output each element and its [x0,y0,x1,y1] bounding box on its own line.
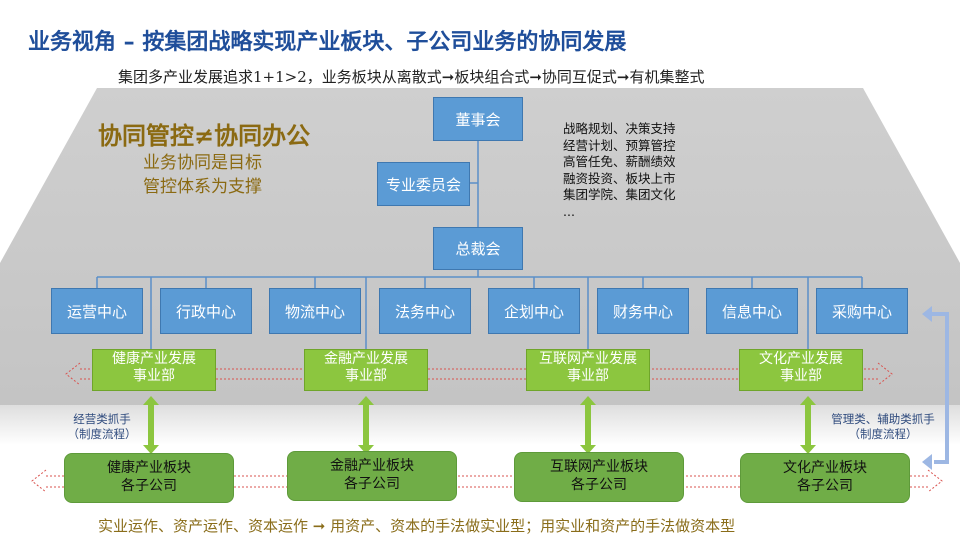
subsidiary-subtitle: 各子公司 [344,476,400,492]
center-drop-lines [96,277,863,288]
motto-line-2: 管控体系为支撑 [143,177,262,197]
division-health: 健康产业发展 事业部 [92,349,216,391]
subsidiary-title: 文化产业板块 [783,460,867,476]
gray-fade-band [0,405,960,445]
right-arrowhead-bottom [922,454,932,470]
center-logistics: 物流中心 [269,288,361,334]
division-culture: 文化产业发展 事业部 [739,349,863,391]
division-subtitle: 事业部 [345,368,387,384]
board-box: 董事会 [433,97,523,141]
board-functions-list: 战略规划、决策支持 经营计划、预算管控 高管任免、薪酬绩效 融资投资、板块上市 … [563,121,723,220]
division-title: 健康产业发展 [112,351,196,367]
subsidiary-subtitle: 各子公司 [571,477,627,493]
left-handle-label: 经营类抓手 （制度流程） [56,412,148,442]
board-function-item: 战略规划、决策支持 [563,121,676,136]
right-handle-label: 管理类、辅助类抓手 （制度流程） [817,412,949,442]
center-planning: 企划中心 [488,288,580,334]
subsidiary-subtitle: 各子公司 [121,478,177,494]
subsidiary-subtitle: 各子公司 [797,478,853,494]
division-title: 互联网产业发展 [539,351,637,367]
left-label-line1: 经营类抓手 [73,412,131,426]
division-finance: 金融产业发展 事业部 [304,349,428,391]
subsidiary-title: 健康产业板块 [107,460,191,476]
center-procurement: 采购中心 [816,288,908,334]
subsidiary-title: 互联网产业板块 [550,459,648,475]
board-function-item: 融资投资、板块上市 [563,170,676,186]
division-subtitle: 事业部 [133,368,175,384]
subsidiary-finance: 金融产业板块 各子公司 [287,451,457,501]
division-internet: 互联网产业发展 事业部 [526,349,650,391]
page-subtitle: 集团多产业发展追求1+1>2，业务板块从离散式➞板块组合式➞协同互促式➞有机集整… [118,68,705,86]
subsidiary-title: 金融产业板块 [330,458,414,474]
subsidiary-dotted-arrow [31,469,943,493]
board-function-item: 集团学院、集团文化 [563,187,676,202]
page-title: 业务视角 – 按集团战略实现产业板块、子公司业务的协同发展 [28,30,627,55]
board-function-item: 经营计划、预算管控 [563,137,676,153]
subsidiary-internet: 互联网产业板块 各子公司 [514,452,684,502]
committee-box: 专业委员会 [377,162,470,206]
footer-text: 实业运作、资产运作、资本运作 ➞ 用资产、资本的手法做实业型；用实业和资产的手法… [98,517,736,535]
subsidiary-culture: 文化产业板块 各子公司 [740,453,910,503]
division-subtitle: 事业部 [567,368,609,384]
division-title: 金融产业发展 [324,351,408,367]
right-bracket-arrow [928,312,949,464]
motto-main: 协同管控≠协同办公 [98,122,311,150]
motto-line-1: 业务协同是目标 [143,153,262,173]
board-function-item: ... [563,203,575,219]
board-function-item: 高管任免、薪酬绩效 [563,154,676,169]
center-finance: 财务中心 [597,288,689,334]
left-label-line2: （制度流程） [67,427,137,441]
subsidiary-health: 健康产业板块 各子公司 [64,453,234,503]
division-title: 文化产业发展 [759,351,843,367]
division-subtitle: 事业部 [780,368,822,384]
center-operations: 运营中心 [51,288,143,334]
ceo-box: 总裁会 [433,227,523,270]
green-double-arrows [143,396,816,454]
center-admin: 行政中心 [160,288,252,334]
right-label-line2: （制度流程） [848,427,918,441]
center-information: 信息中心 [706,288,798,334]
right-arrowhead-top [922,306,932,322]
right-label-line1: 管理类、辅助类抓手 [831,412,935,426]
center-legal: 法务中心 [379,288,471,334]
division-drop-lines [150,277,809,349]
